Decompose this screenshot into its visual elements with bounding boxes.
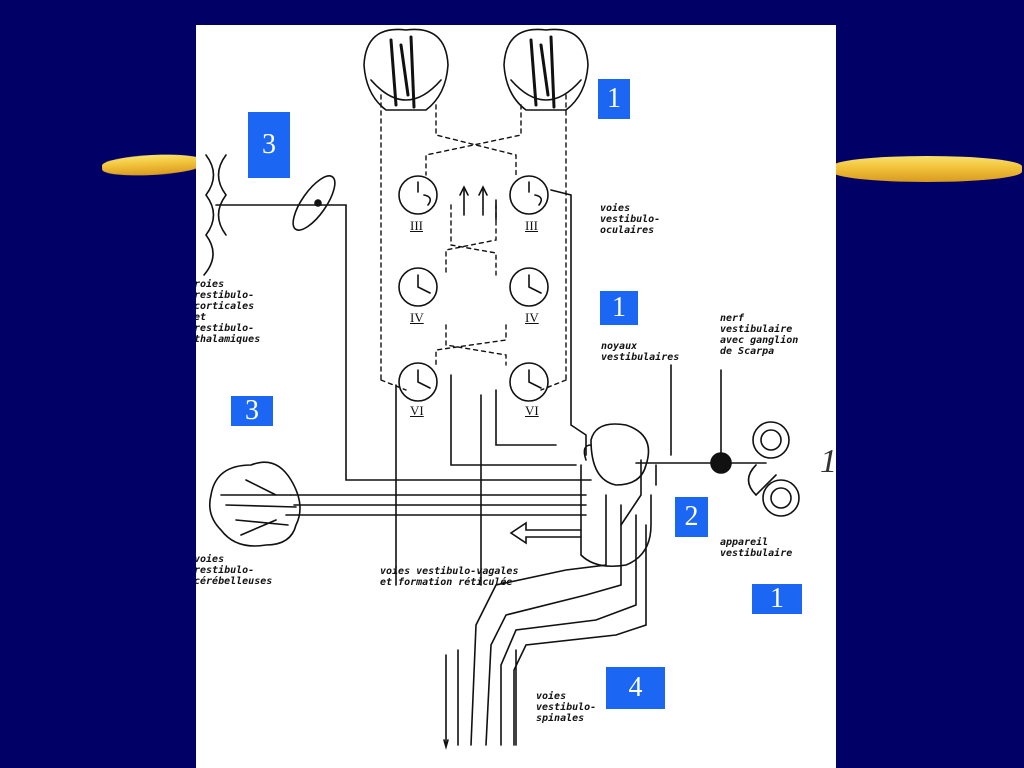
label-vestibulo-cerebelleuses: voies restibulo- cérébelleuses	[196, 554, 273, 587]
nuclei-circles	[398, 175, 549, 402]
nucleus-label-III-left: III	[410, 218, 423, 233]
label-vestibulo-oculaires: voies vestibulo- oculaires	[600, 203, 661, 236]
badge-number: 3	[231, 396, 273, 426]
nucleus-label-IV-left: IV	[410, 310, 424, 325]
vestibular-pathways-drawing	[203, 28, 800, 750]
cortex-drawing	[203, 154, 336, 276]
badge-number: 2	[675, 497, 708, 537]
brush-stroke-left	[101, 152, 203, 178]
dashed-pathways	[380, 94, 567, 391]
brush-stroke-right	[832, 156, 1022, 182]
nucleus-label-IV-right: IV	[525, 310, 539, 325]
label-noyaux-vestibulaires: noyaux vestibulaires	[601, 341, 680, 363]
label-vestibulo-spinales: voies vestibulo- spinales	[536, 691, 597, 724]
badge-number: 1	[600, 291, 638, 325]
small-arrows	[459, 185, 497, 221]
nucleus-label-VI-left: VI	[410, 403, 424, 418]
diagram-paper: III III IV IV VI VI voies vestibulo- ocu…	[196, 25, 836, 768]
badge-number: 3	[248, 112, 290, 178]
label-appareil-vestibulaire: appareil vestibulaire	[720, 537, 793, 559]
label-vestibulo-corticales: roies restibulo- corticales et restibulo…	[196, 279, 261, 345]
badge-number: 4	[606, 667, 665, 709]
badge-number: 1	[752, 584, 802, 614]
left-eye-drawing	[363, 28, 449, 111]
cerebellum-drawing	[208, 461, 301, 547]
nucleus-label-VI-right: VI	[525, 403, 539, 418]
side-mark: 1	[820, 443, 836, 480]
solid-pathways	[285, 189, 800, 750]
nucleus-label-III-right: III	[525, 218, 538, 233]
badge-number: 1	[598, 79, 630, 119]
label-nerf-vestibulaire: nerf vestibulaire avec ganglion de Scarp…	[720, 313, 799, 357]
right-eye-drawing	[503, 28, 589, 111]
label-vestibulo-vagales: voies vestibulo-vagales et formation rét…	[380, 566, 519, 588]
